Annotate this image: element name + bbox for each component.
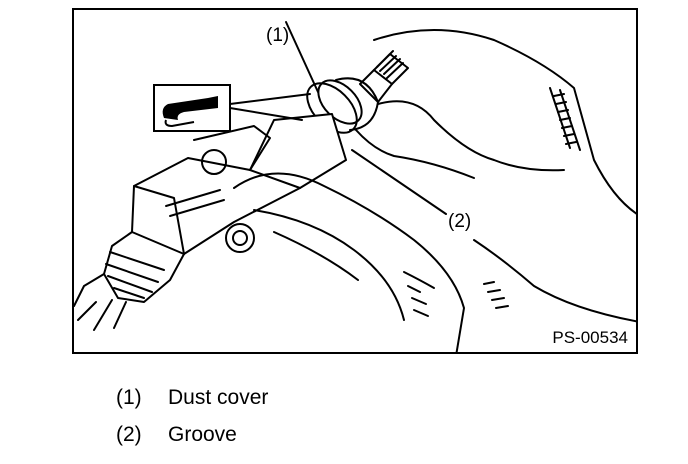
legend-item-dust-cover: (1) Dust cover (116, 387, 268, 408)
legend-number: (2) (116, 423, 142, 446)
grease-icon (153, 84, 231, 132)
legend-text: Groove (168, 423, 237, 446)
callout-1-label: (1) (266, 25, 290, 46)
leader-lines (229, 21, 447, 215)
gearbox-body (131, 113, 347, 255)
legend-number: (1) (116, 386, 142, 409)
callout-2-label: (2) (448, 211, 472, 232)
legend-item-groove: (2) Groove (116, 424, 237, 445)
figure-id: PS-00534 (552, 328, 628, 347)
legend-text: Dust cover (168, 386, 269, 409)
boot-bellows (74, 231, 185, 331)
illustration-frame: (1) (2) PS-00534 (72, 8, 638, 354)
left-glove (233, 172, 636, 352)
shaft-spline (359, 50, 409, 103)
steering-gearbox-illustration (74, 21, 636, 352)
right-glove (355, 29, 636, 215)
